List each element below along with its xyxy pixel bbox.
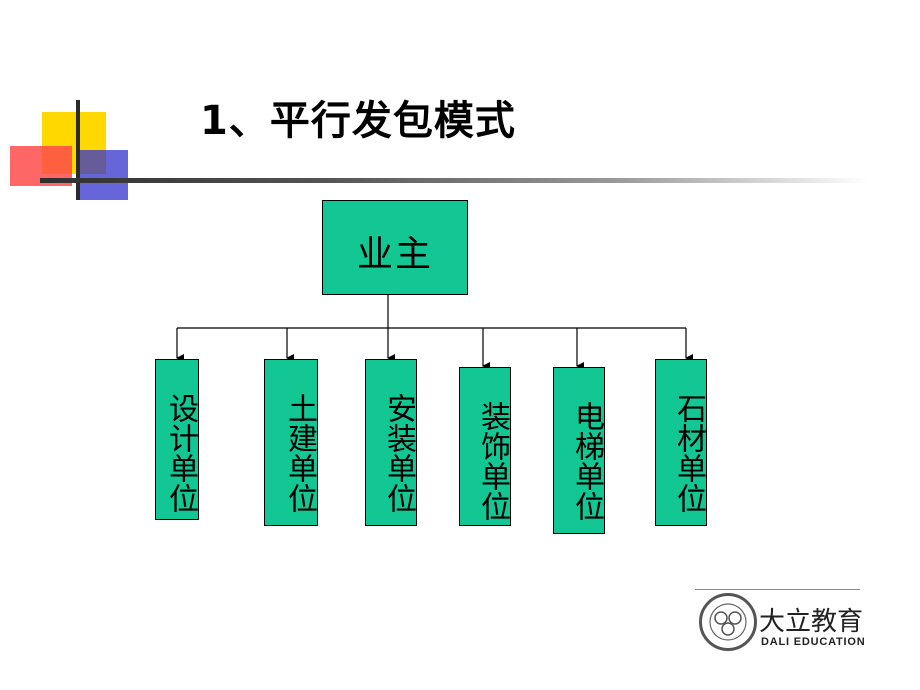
unit-label-elevator: 电梯单位 bbox=[569, 401, 604, 521]
owner-label: 业主 bbox=[356, 234, 433, 275]
unit-label-install: 安装单位 bbox=[381, 393, 416, 513]
unit-box-decoration: 装饰单位 bbox=[459, 367, 511, 526]
brand-logo: 大立教育 DALI EDUCATION bbox=[695, 589, 865, 657]
unit-label-decoration: 装饰单位 bbox=[475, 401, 510, 521]
decor-vertical-line bbox=[76, 100, 80, 200]
title-divider bbox=[40, 178, 868, 183]
unit-label-civil: 土建单位 bbox=[282, 393, 317, 513]
logo-seal-icon bbox=[699, 593, 757, 651]
unit-box-design: 设计单位 bbox=[155, 359, 199, 520]
unit-box-install: 安装单位 bbox=[365, 359, 417, 526]
page-title: 1、平行发包模式 bbox=[200, 98, 516, 144]
unit-label-stone: 石材单位 bbox=[671, 393, 706, 513]
logo-top-rule bbox=[695, 589, 860, 590]
logo-name-en: DALI EDUCATION bbox=[761, 636, 866, 648]
unit-box-stone: 石材单位 bbox=[655, 359, 707, 526]
logo-name-cn: 大立教育 bbox=[759, 607, 864, 637]
unit-box-elevator: 电梯单位 bbox=[553, 367, 605, 534]
unit-box-civil: 土建单位 bbox=[264, 359, 318, 526]
decor-blue-square bbox=[76, 150, 128, 200]
owner-box: 业主 bbox=[322, 200, 468, 295]
unit-label-design: 设计单位 bbox=[163, 393, 198, 513]
